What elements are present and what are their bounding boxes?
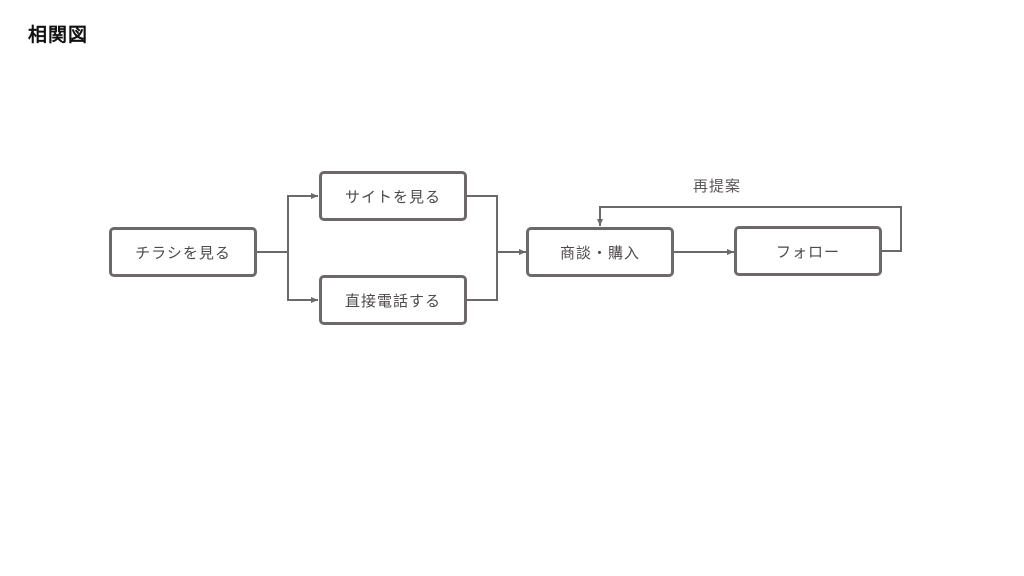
page-title: 相関図 — [28, 24, 89, 46]
edge-site-to-deal — [466, 195, 526, 255]
edge-follow-to-deal-loop — [597, 206, 902, 252]
edge-phone-to-deal — [466, 252, 498, 301]
node-follow: フォロー — [734, 226, 882, 276]
node-phone: 直接電話する — [319, 275, 467, 325]
node-flyer: チラシを見る — [109, 227, 257, 277]
edge-flyer-to-phone — [287, 252, 318, 303]
node-site: サイトを見る — [319, 171, 467, 221]
edge-flyer-to-site — [256, 193, 318, 253]
node-deal: 商談・購入 — [526, 227, 674, 277]
repropose-label: 再提案 — [693, 177, 742, 195]
